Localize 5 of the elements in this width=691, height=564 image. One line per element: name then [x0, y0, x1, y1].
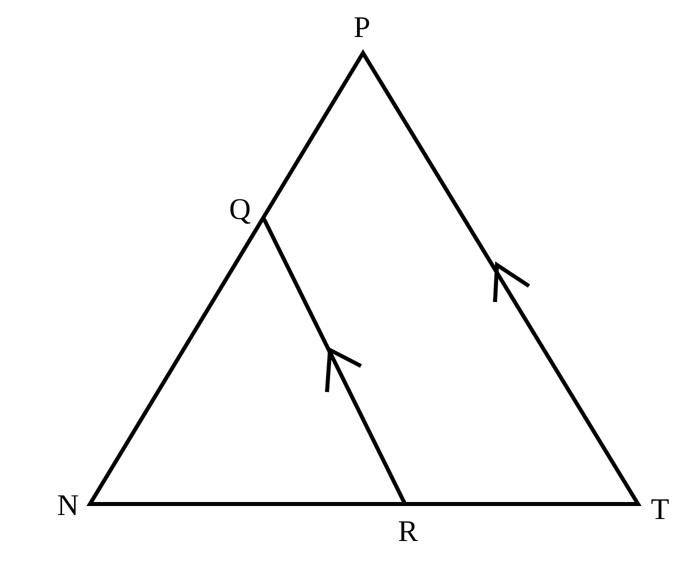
- point-label: N: [57, 491, 79, 521]
- point-label: T: [650, 495, 670, 525]
- point-label: P: [354, 13, 370, 43]
- point-label: R: [398, 517, 418, 547]
- point-label: Q: [229, 195, 251, 225]
